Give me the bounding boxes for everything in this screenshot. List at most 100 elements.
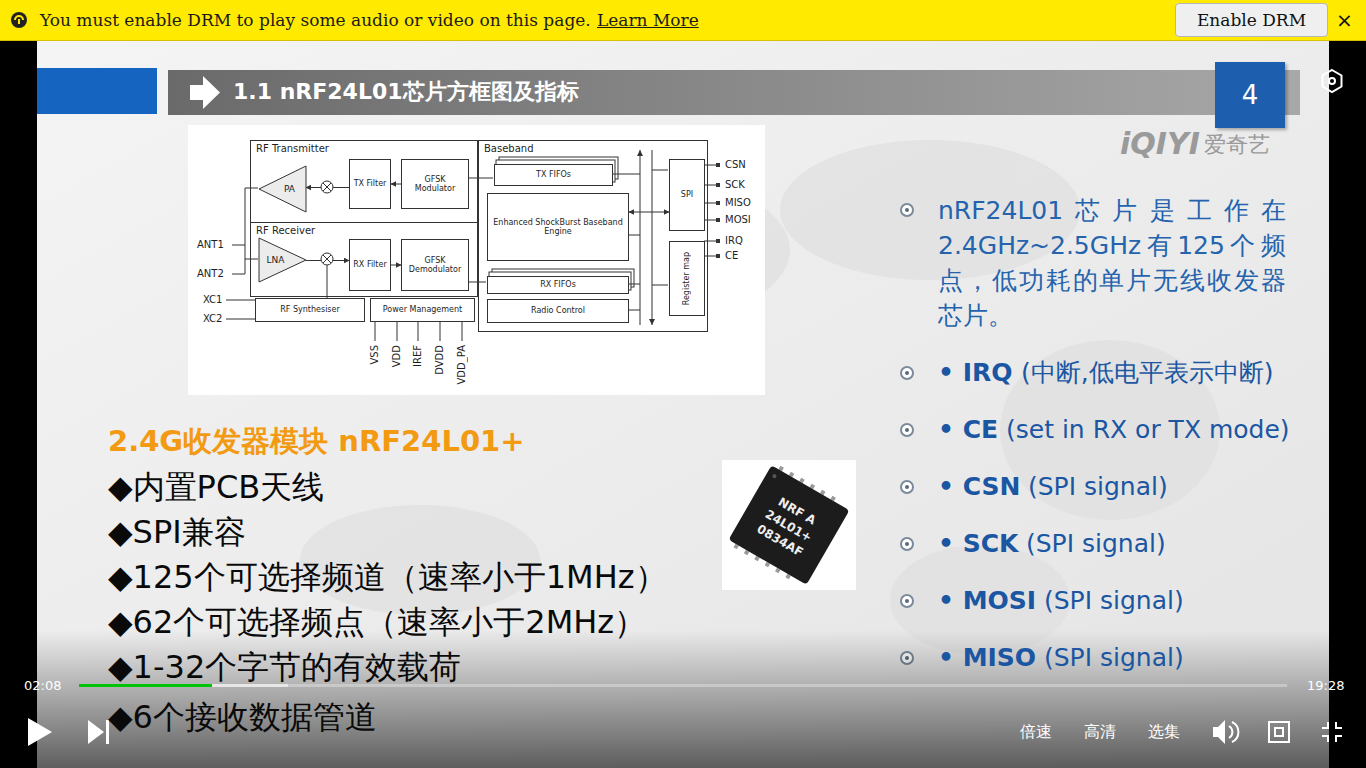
rf-transmitter-block: RF TransmitterPA TX Filter GFSK Modulator: [250, 140, 478, 223]
power-management-box: Power Management: [370, 298, 475, 322]
rx-fifo-box-text: RX FIFOs: [538, 280, 578, 289]
baseband-engine-box-text: Enhanced ShockBurst Baseband Engine: [488, 218, 628, 236]
rx-filter-box: RX Filter: [349, 239, 391, 291]
pin-name: MISO: [725, 197, 751, 209]
rx-fifo-box: RX FIFOs: [487, 276, 629, 294]
pin-bullet: • MOSI: [938, 585, 1036, 617]
spi-box-text: SPI: [679, 190, 695, 199]
diagram-panel: [188, 125, 765, 395]
time-elapsed: 02:08: [24, 678, 61, 694]
pin-description: (set in RX or TX mode): [1006, 414, 1290, 446]
wiring: [226, 150, 719, 341]
enable-drm-button-text: Enable DRM: [1197, 10, 1306, 30]
description-text: nRF24L01芯片是工作在2.4GHz~2.5GHz有125个频点，低功耗的单…: [938, 193, 1286, 333]
rf-transmitter-block-text: RF Transmitter: [256, 143, 329, 155]
pin-bullet: • CE: [938, 414, 998, 446]
drm-icon: [11, 12, 27, 28]
pin-description: (SPI signal): [1026, 528, 1166, 560]
pin-name: XC2: [203, 313, 222, 325]
notification-ground: [0, 0, 1366, 40]
tx-filter-box: TX Filter: [349, 159, 391, 209]
tx-fifo-box: TX FIFOs: [494, 164, 613, 186]
notification-border: [0, 40, 1366, 41]
lna-amplifier-text: LNA: [267, 255, 285, 265]
feature-item: ◆6个接收数据管道: [108, 697, 377, 737]
gfsk-demodulator-box-text: GFSK Demodulator: [402, 256, 468, 274]
pin-name: ANT2: [197, 268, 224, 280]
pin-name: MOSI: [725, 214, 751, 226]
feature-item: ◆1-32个字节的有效载荷: [108, 647, 461, 687]
notification-bar-text: Learn More: [597, 9, 699, 31]
pin-name: VDD: [391, 345, 403, 367]
pin-name: CE: [725, 250, 738, 262]
gfsk-modulator-box: GFSK Modulator: [401, 159, 469, 209]
notification-bar-text: ×: [1336, 8, 1353, 32]
pin-bullet: • MISO: [938, 642, 1036, 674]
pin-name: VDD_PA: [456, 345, 468, 384]
exit-fullscreen-icon: [1322, 722, 1342, 742]
bullet-dot: [905, 208, 909, 660]
pin-description: (SPI signal): [1028, 471, 1168, 503]
settings-icon: [1323, 70, 1342, 92]
page-number-badge: 4: [1215, 62, 1285, 128]
feature-item: ◆125个可选择频道（速率小于1MHz）: [108, 557, 667, 597]
gfsk-demodulator-box: GFSK Demodulator: [401, 239, 469, 291]
signal-arrow: [391, 265, 401, 266]
baseband-engine-box: Enhanced ShockBurst Baseband Engine: [487, 193, 629, 261]
volume-icon: [1213, 720, 1238, 744]
radio-control-box: Radio Control: [487, 299, 629, 323]
controls-shade: [0, 630, 1366, 768]
window-icon: [1269, 722, 1289, 742]
amplifier-triangle: [259, 166, 306, 212]
notification-bar: You must enable DRM to play some audio o…: [0, 0, 1366, 40]
pin-description: (中断,低电平表示中断): [1021, 357, 1273, 389]
pin-name: IREF: [412, 345, 424, 367]
control-button: 高清: [1084, 722, 1116, 742]
watermark-text: 爱奇艺: [1204, 131, 1270, 159]
time-total: 19:28: [1307, 678, 1344, 694]
pin-name: ANT1: [197, 239, 224, 251]
pin-name: IRQ: [725, 235, 743, 247]
play-icon: [28, 718, 52, 746]
chip-body: [727, 462, 852, 588]
control-button: 倍速: [1020, 722, 1052, 742]
chip-photo-ground: [722, 460, 856, 590]
section-heading: 2.4G收发器模块 nRF24L01+: [108, 423, 525, 459]
amplifier-shape: [259, 166, 306, 212]
pin-name: SCK: [725, 179, 745, 191]
control-button: 选集: [1148, 722, 1180, 742]
title-band: [168, 70, 1300, 115]
power-management-box-text: Power Management: [381, 305, 464, 314]
pa-amplifier-text: PA: [284, 184, 295, 194]
baseband-block-text: Baseband: [484, 143, 534, 155]
fifo-stack: [489, 157, 634, 290]
next-icon: [88, 720, 109, 744]
tx-fifo-box-text: TX FIFOs: [534, 170, 573, 179]
rf-receiver-block-text: RF Receiver: [256, 225, 315, 237]
page-number-badge-text: 4: [1242, 80, 1259, 110]
pin-name: VSS: [369, 345, 381, 365]
signal-arrow: [629, 212, 669, 213]
lna-amplifier: LNA: [259, 238, 306, 282]
pin-bullet: • CSN: [938, 471, 1020, 503]
pin-name: DVDD: [434, 345, 446, 375]
pin-bullet: • IRQ: [938, 357, 1013, 389]
rf-synthesiser-box-text: RF Synthesiser: [278, 305, 341, 314]
rx-filter-box-text: RX Filter: [351, 260, 388, 269]
feature-item: ◆SPI兼容: [108, 512, 246, 552]
watermark-logo: iQIYI: [1120, 126, 1200, 162]
rf-receiver-block: RF ReceiverLNA RX Filter GFSK Demodulator: [250, 222, 478, 297]
register-map-box: Register map: [669, 241, 705, 316]
bullet-icon: [901, 204, 913, 664]
pin-name: CSN: [725, 159, 746, 171]
mixer-symbol: [321, 181, 333, 265]
tx-filter-box-text: TX Filter: [352, 179, 389, 188]
pin-description: (SPI signal): [1044, 585, 1184, 617]
feature-item: ◆62个可选择频点（速率小于2MHz）: [108, 602, 646, 642]
rf-synthesiser-box: RF Synthesiser: [255, 298, 365, 322]
slide-title: 1.1 nRF24L01芯片方框图及指标: [233, 78, 579, 106]
pin-description: (SPI signal): [1044, 642, 1184, 674]
baseband-block: Baseband TX FIFOsEnhanced ShockBurst Base…: [478, 140, 708, 332]
spi-box: SPI: [669, 159, 705, 231]
